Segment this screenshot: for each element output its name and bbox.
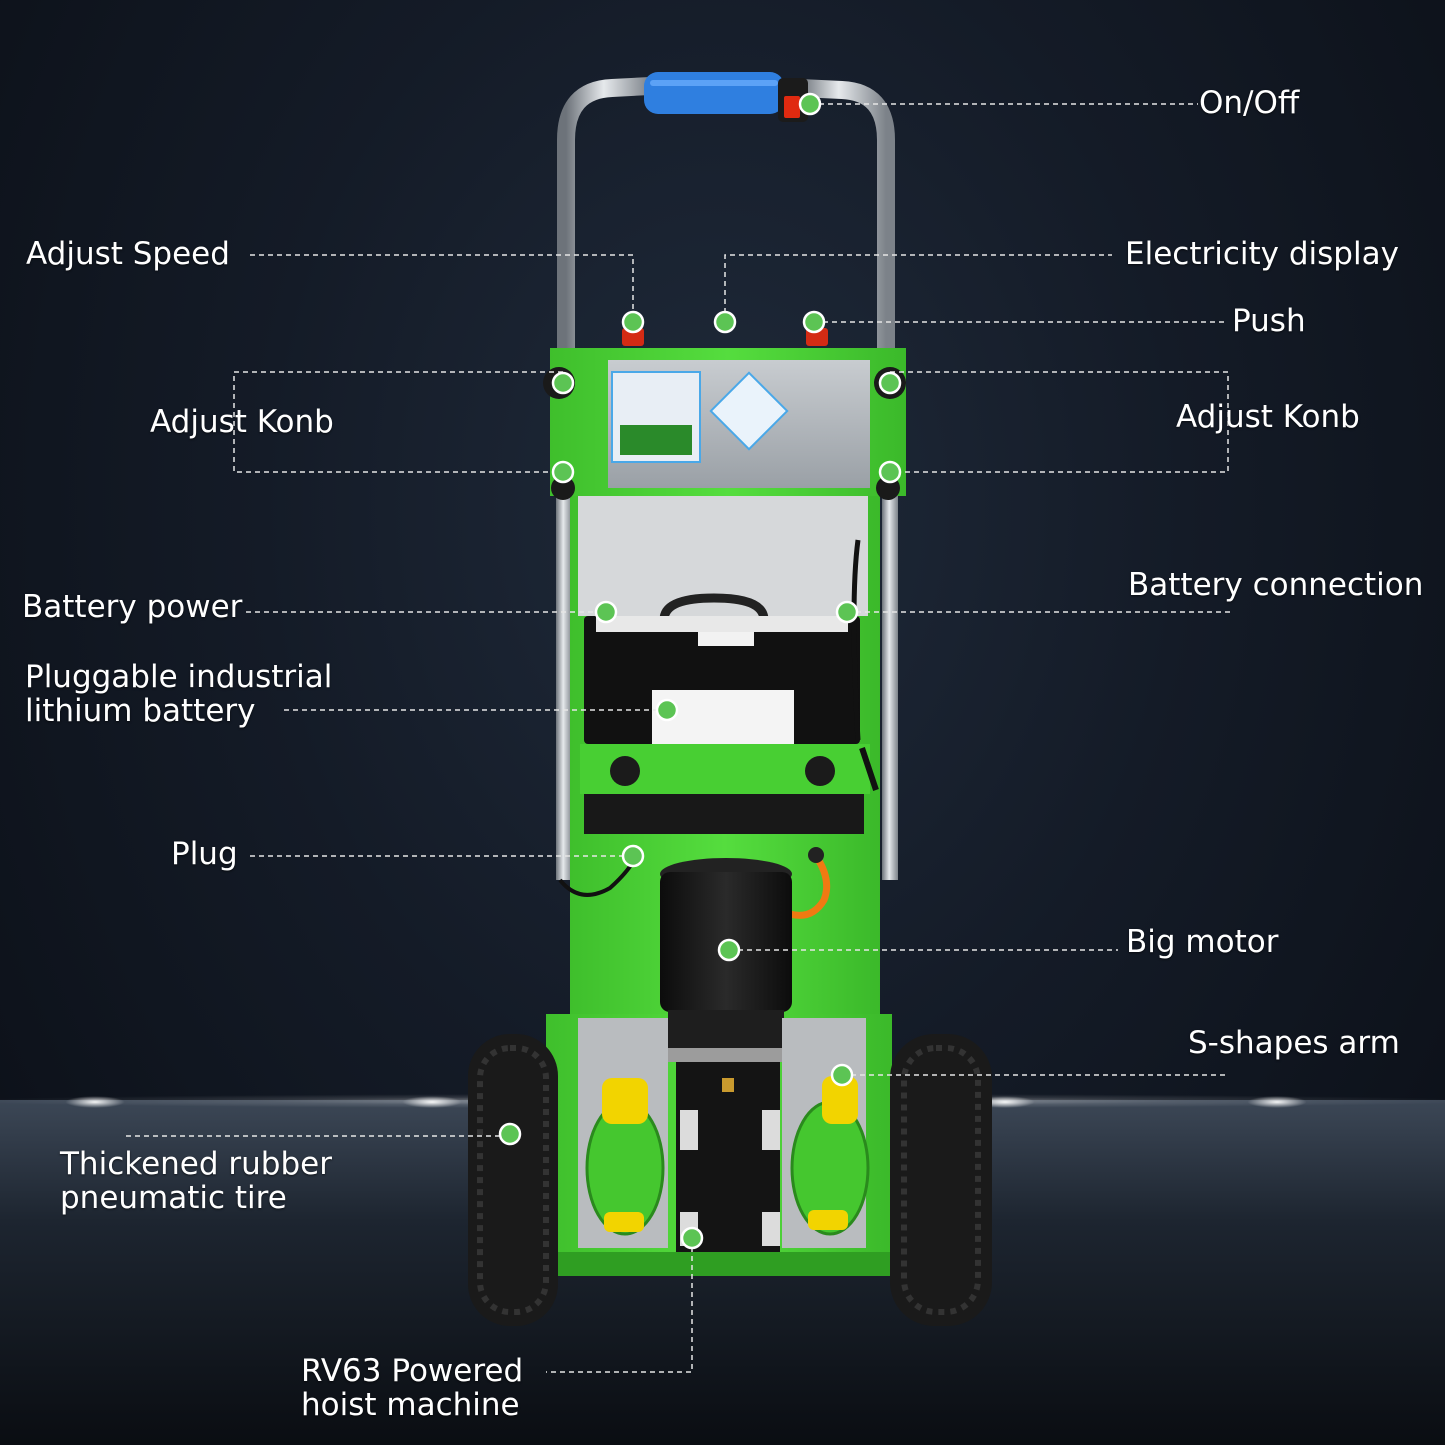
label-adjust-knob-left: Adjust Konb — [150, 404, 334, 440]
label-electricity-display: Electricity display — [1125, 236, 1399, 272]
floor-spotlight — [402, 1096, 462, 1108]
label-adjust-speed: Adjust Speed — [26, 236, 230, 272]
label-push: Push — [1232, 303, 1306, 339]
label-on-off: On/Off — [1199, 85, 1300, 121]
floor-spotlight — [65, 1096, 125, 1108]
label-lithium-battery: Pluggable industrial lithium battery — [25, 660, 332, 728]
label-tire-line2: pneumatic tire — [60, 1180, 287, 1216]
green-dot-icon — [498, 92, 902, 1250]
battery-clamp — [580, 744, 879, 834]
pneumatic-tire — [468, 1034, 992, 1326]
s-shaped-arm — [585, 1076, 870, 1236]
label-lithium-battery-line2: lithium battery — [25, 693, 256, 729]
label-battery-power: Battery power — [22, 589, 243, 625]
on-off-switch-icon — [778, 78, 808, 122]
label-tire-line1: Thickened rubber — [60, 1146, 332, 1182]
label-lithium-battery-line1: Pluggable industrial — [25, 659, 333, 695]
label-hoist-machine: RV63 Powered hoist machine — [301, 1354, 523, 1422]
control-panel — [608, 328, 870, 488]
floor-spotlight — [1247, 1096, 1307, 1108]
label-big-motor: Big motor — [1126, 924, 1279, 960]
leader-lines — [126, 103, 1232, 1373]
label-hoist-line1: RV63 Powered — [301, 1353, 524, 1389]
label-pneumatic-tire: Thickened rubber pneumatic tire — [60, 1147, 332, 1215]
label-battery-connection: Battery connection — [1128, 567, 1424, 603]
label-hoist-line2: hoist machine — [301, 1387, 520, 1423]
label-plug: Plug — [171, 836, 238, 872]
label-adjust-knob-right: Adjust Konb — [1176, 399, 1360, 435]
battery-bay — [578, 496, 868, 621]
blue-handle-grip — [644, 72, 784, 114]
label-s-shapes-arm: S-shapes arm — [1188, 1025, 1400, 1061]
